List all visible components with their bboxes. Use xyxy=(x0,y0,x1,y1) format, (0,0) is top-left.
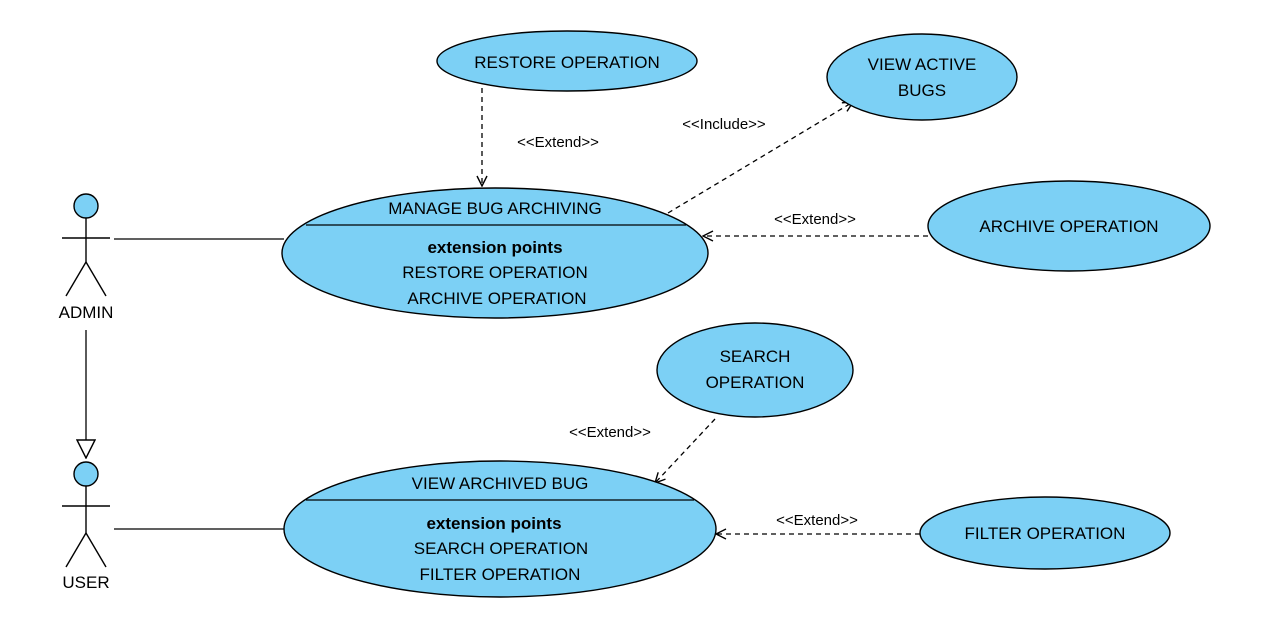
actor-user-label: USER xyxy=(62,573,109,592)
use-case-restore-label: RESTORE OPERATION xyxy=(474,53,659,72)
label-filter-extend: <<Extend>> xyxy=(776,512,858,529)
use-case-manage-ext1: RESTORE OPERATION xyxy=(402,263,587,282)
use-case-search-operation: SEARCH OPERATION xyxy=(656,322,854,418)
use-case-manage-ellipse xyxy=(281,187,709,319)
use-case-manage-ext-heading: extension points xyxy=(427,238,562,257)
actor-admin-label: ADMIN xyxy=(59,303,114,322)
use-case-restore-ellipse xyxy=(436,30,698,92)
use-case-manage-title: MANAGE BUG ARCHIVING xyxy=(388,199,601,218)
use-case-search-label-line2: OPERATION xyxy=(706,373,805,392)
use-case-filter-label: FILTER OPERATION xyxy=(965,524,1126,543)
label-view-active-include: <<Include>> xyxy=(682,116,766,133)
use-case-view-archived-ellipse xyxy=(283,460,717,598)
use-case-filter-operation: FILTER OPERATION xyxy=(919,496,1171,570)
actor-user-head xyxy=(73,461,99,487)
use-case-view-archived-ext-heading: extension points xyxy=(426,514,561,533)
label-restore-extend: <<Extend>> xyxy=(517,134,599,151)
use-case-manage-bug-archiving: MANAGE BUG ARCHIVING extension points RE… xyxy=(281,187,709,319)
label-archive-extend: <<Extend>> xyxy=(774,211,856,228)
use-case-view-active-label-line1: VIEW ACTIVE xyxy=(868,55,977,74)
use-case-view-archived-ext2: FILTER OPERATION xyxy=(420,565,581,584)
use-case-view-active-label-line2: BUGS xyxy=(898,81,946,100)
use-case-archive-label: ARCHIVE OPERATION xyxy=(979,217,1158,236)
label-search-extend: <<Extend>> xyxy=(569,424,651,441)
actor-admin-head xyxy=(73,193,99,219)
use-case-view-active-ellipse xyxy=(826,33,1018,121)
use-case-restore-operation: RESTORE OPERATION xyxy=(436,30,698,92)
use-case-view-archived-bug: VIEW ARCHIVED BUG extension points SEARC… xyxy=(283,460,717,598)
extend-search-view-archived xyxy=(655,418,716,483)
use-case-view-archived-title: VIEW ARCHIVED BUG xyxy=(412,474,589,493)
use-case-archive-ellipse xyxy=(927,180,1211,272)
use-case-search-label-line1: SEARCH xyxy=(720,347,791,366)
use-case-search-ellipse xyxy=(656,322,854,418)
actor-user: USER xyxy=(62,461,110,592)
use-case-view-archived-ext1: SEARCH OPERATION xyxy=(414,539,588,558)
use-case-archive-operation: ARCHIVE OPERATION xyxy=(927,180,1211,272)
actor-admin: ADMIN xyxy=(59,193,114,322)
use-case-filter-ellipse xyxy=(919,496,1171,570)
use-case-manage-ext2: ARCHIVE OPERATION xyxy=(407,289,586,308)
use-case-view-active-bugs: VIEW ACTIVE BUGS xyxy=(826,33,1018,121)
